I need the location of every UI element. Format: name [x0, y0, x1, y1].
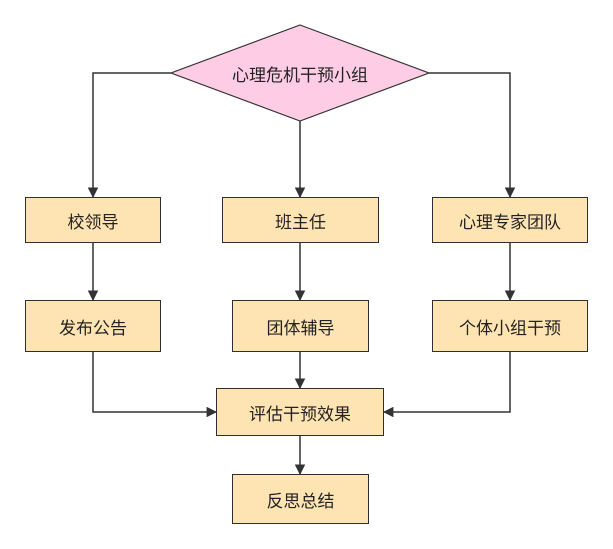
edge-root-to-expert-team	[429, 72, 516, 199]
edge-announcement-to-evaluate	[92, 352, 218, 418]
edge-root-to-school-leader	[87, 72, 171, 199]
node-individual-group: 个体小组干预	[432, 300, 588, 352]
node-announcement: 发布公告	[25, 300, 161, 352]
node-evaluate: 评估干预效果	[216, 388, 384, 436]
node-school-leader: 校领导	[25, 197, 161, 243]
node-expert-team: 心理专家团队	[432, 197, 588, 243]
edge-individual-group-to-evaluate	[382, 352, 511, 418]
node-class-teacher: 班主任	[222, 197, 379, 243]
root-label: 心理危机干预小组	[232, 65, 368, 86]
node-reflect: 反思总结	[232, 474, 369, 524]
node-group-counseling: 团体辅导	[232, 300, 369, 352]
